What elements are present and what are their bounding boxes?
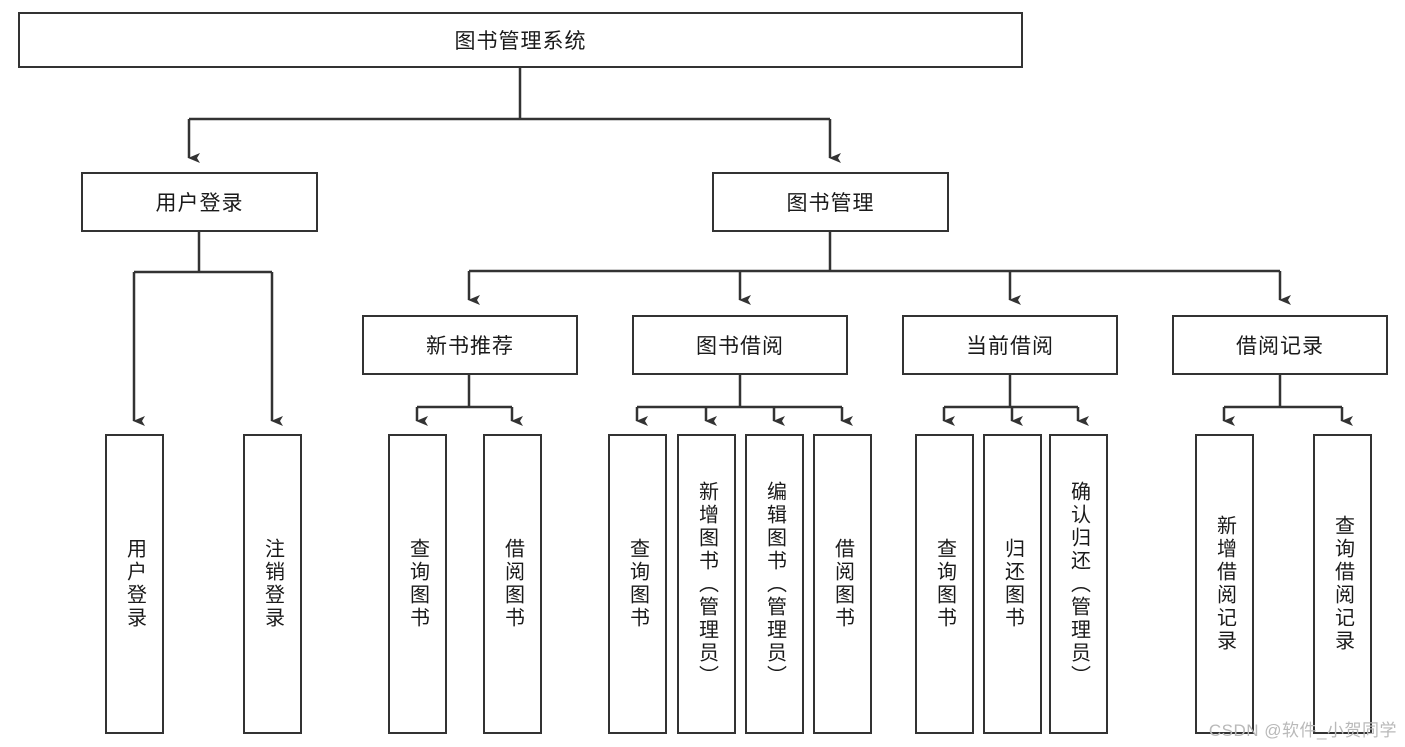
node-label: 当前借阅 <box>966 335 1054 358</box>
leaf-add-book[interactable]: 新增图书（管理员） <box>677 434 736 734</box>
leaf-borrow-book-recommend[interactable]: 借阅图书 <box>483 434 542 734</box>
node-root-system[interactable]: 图书管理系统 <box>18 12 1023 68</box>
node-label: 借阅记录 <box>1236 335 1324 358</box>
node-label: 确认归还（管理员） <box>1067 480 1090 688</box>
leaf-query-book-recommend[interactable]: 查询图书 <box>388 434 447 734</box>
node-borrow-record[interactable]: 借阅记录 <box>1172 315 1388 375</box>
node-label: 借阅图书 <box>501 538 524 630</box>
node-label: 新增借阅记录 <box>1213 515 1236 653</box>
node-label: 注销登录 <box>261 538 284 630</box>
node-book-management[interactable]: 图书管理 <box>712 172 949 232</box>
node-label: 查询图书 <box>626 538 649 630</box>
leaf-query-borrow-record[interactable]: 查询借阅记录 <box>1313 434 1372 734</box>
node-label: 查询借阅记录 <box>1331 515 1354 653</box>
node-label: 用户登录 <box>155 192 244 215</box>
node-current-borrow[interactable]: 当前借阅 <box>902 315 1118 375</box>
leaf-add-borrow-record[interactable]: 新增借阅记录 <box>1195 434 1254 734</box>
leaf-edit-book[interactable]: 编辑图书（管理员） <box>745 434 804 734</box>
leaf-query-book-current[interactable]: 查询图书 <box>915 434 974 734</box>
leaf-return-book[interactable]: 归还图书 <box>983 434 1042 734</box>
node-label: 新增图书（管理员） <box>695 480 718 688</box>
watermark-text: CSDN @软件_小贺同学 <box>1208 721 1397 740</box>
leaf-borrow-book[interactable]: 借阅图书 <box>813 434 872 734</box>
node-label: 编辑图书（管理员） <box>763 480 786 688</box>
node-label: 归还图书 <box>1001 538 1024 630</box>
node-label: 借阅图书 <box>831 538 854 630</box>
node-label: 图书借阅 <box>696 335 784 358</box>
node-label: 查询图书 <box>406 538 429 630</box>
node-label: 新书推荐 <box>426 335 514 358</box>
leaf-user-login[interactable]: 用户登录 <box>105 434 164 734</box>
leaf-confirm-return[interactable]: 确认归还（管理员） <box>1049 434 1108 734</box>
leaf-query-book-borrow[interactable]: 查询图书 <box>608 434 667 734</box>
node-new-book-recommend[interactable]: 新书推荐 <box>362 315 578 375</box>
node-book-borrow[interactable]: 图书借阅 <box>632 315 848 375</box>
node-user-login[interactable]: 用户登录 <box>81 172 318 232</box>
leaf-logout-login[interactable]: 注销登录 <box>243 434 302 734</box>
node-label: 图书管理 <box>786 192 875 215</box>
node-label: 用户登录 <box>123 538 146 630</box>
node-label: 查询图书 <box>933 538 956 630</box>
node-label: 图书管理系统 <box>454 30 587 53</box>
